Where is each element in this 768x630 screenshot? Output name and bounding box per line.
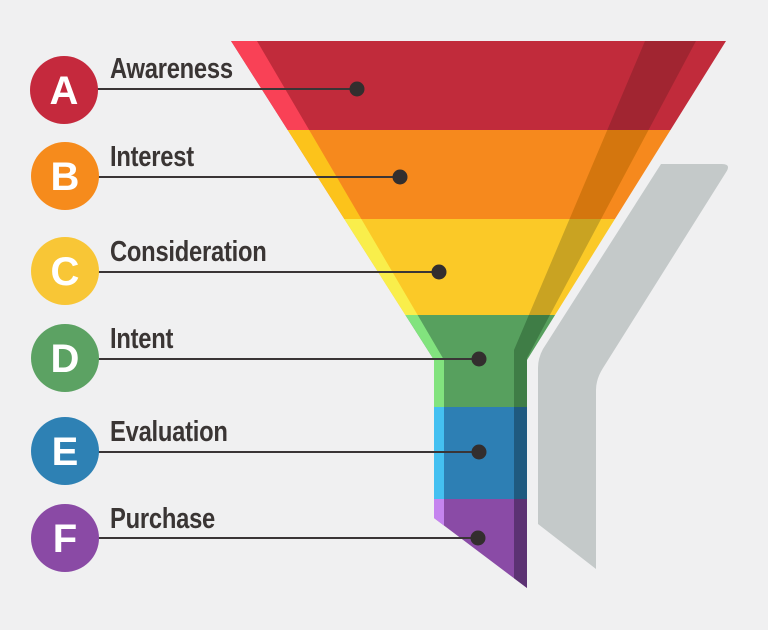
stage-label-purchase: Purchase <box>110 502 215 535</box>
badge-letter-evaluation: E <box>52 430 79 474</box>
badge-circle-evaluation <box>31 417 99 485</box>
badge-circle-intent <box>31 324 99 392</box>
connector-dot-awareness <box>349 81 365 97</box>
badge-letter-interest: B <box>51 155 80 199</box>
badge-letter-consideration: C <box>51 250 80 294</box>
stage-label-evaluation: Evaluation <box>110 415 228 448</box>
funnel-shade-stripe <box>514 41 696 588</box>
connector-dot-evaluation <box>471 444 487 460</box>
connector-dot-consideration <box>431 264 447 280</box>
connector-dot-interest <box>392 169 408 185</box>
badge-letter-awareness: A <box>50 69 79 113</box>
badge-letter-intent: D <box>51 337 80 381</box>
stage-label-intent: Intent <box>110 322 174 355</box>
funnel-shadow-shape <box>538 164 728 569</box>
stage-badges: A B C D E F <box>30 56 99 572</box>
connectors <box>64 81 487 546</box>
badge-circle-awareness <box>30 56 98 124</box>
badge-circle-consideration <box>31 237 99 305</box>
stage-labels: Awareness Interest Consideration Intent … <box>110 52 267 535</box>
badge-circle-purchase <box>31 504 99 572</box>
badge-circle-interest <box>31 142 99 210</box>
connector-dot-purchase <box>470 530 486 546</box>
badge-letter-purchase: F <box>53 517 77 561</box>
stage-label-consideration: Consideration <box>110 235 267 268</box>
stage-label-interest: Interest <box>110 140 194 173</box>
connector-dot-intent <box>471 351 487 367</box>
stage-label-awareness: Awareness <box>110 52 233 85</box>
